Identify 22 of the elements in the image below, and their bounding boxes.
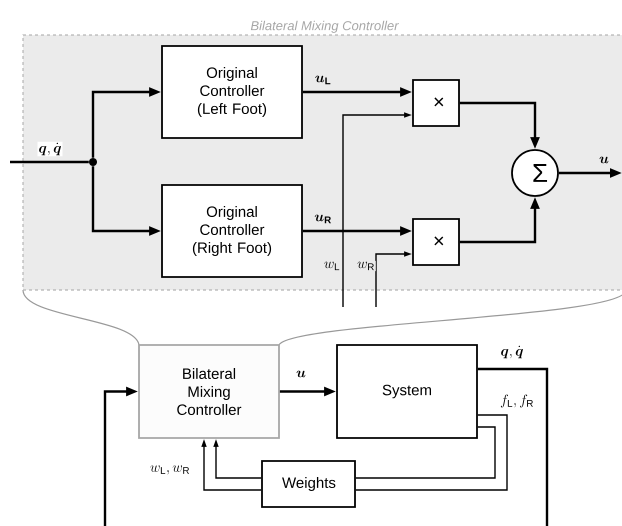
line — [10, 160, 89, 164]
arrow — [104, 368, 548, 526]
edge-label: $f_{\mathrm{L}}, f_{\mathrm{R}}$ — [499, 394, 535, 408]
line — [356, 426, 496, 479]
edge-label: $w_{\mathrm{L}}, w_{\mathrm{R}}$ — [149, 464, 191, 476]
edge-label: $\boldsymbol{u}_{\mathbf{L}}$ — [314, 74, 332, 86]
controller-box: Bilateral Mixing Controller — [138, 344, 280, 439]
system-box: System — [336, 344, 478, 439]
multiplier-box: × — [412, 79, 460, 127]
controller-box: Original Controller (Right Foot) — [161, 184, 303, 278]
edge-label: $\boldsymbol{u}$ — [295, 370, 307, 378]
edge-label: $\boldsymbol{q},\dot{\boldsymbol{q}}$ — [500, 344, 524, 360]
summing-junction: Σ — [511, 149, 559, 197]
weights-box: Weights — [261, 460, 356, 508]
multiplier-box: × — [412, 218, 460, 266]
edge-label: $w_{\mathrm{R}}$ — [356, 260, 376, 272]
junction-dot — [89, 158, 97, 166]
edge-label: $\boldsymbol{u}_{\mathbf{R}}$ — [313, 214, 333, 224]
edge-label: $\boldsymbol{q},\dot{\boldsymbol{q}}$ — [38, 142, 62, 156]
line — [356, 414, 508, 491]
node-label: Bilateral Mixing Controller — [250, 20, 399, 33]
controller-box: Original Controller (Left Foot) — [161, 45, 303, 139]
